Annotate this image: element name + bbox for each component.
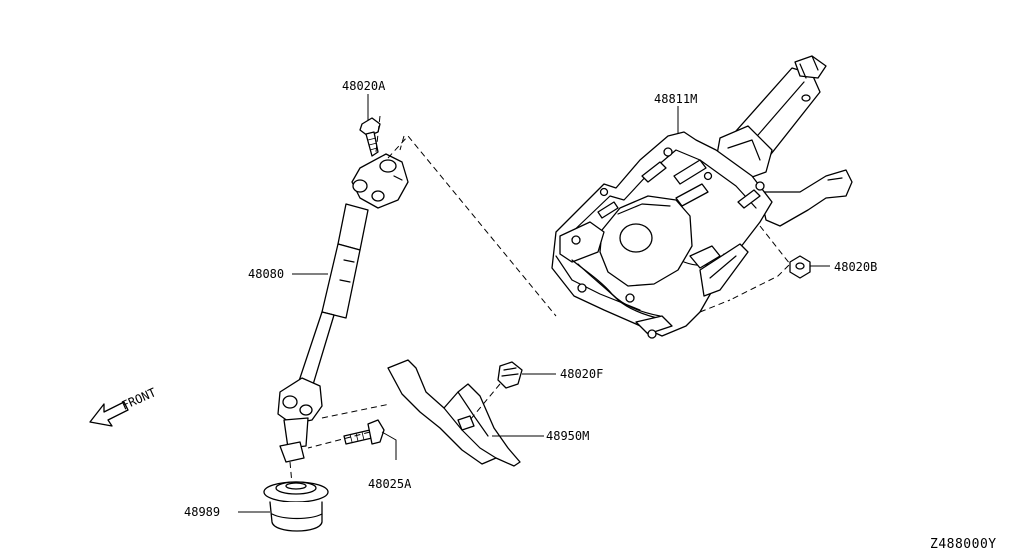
callout-48989: 48989: [184, 505, 220, 519]
leader-lines: [238, 94, 830, 513]
front-arrow-icon: [89, 401, 129, 427]
front-direction-indicator: FRONT: [89, 385, 159, 427]
front-label: FRONT: [120, 385, 159, 412]
diagram-reference-code: Z488000Y: [930, 537, 997, 552]
callout-48080: 48080: [248, 267, 284, 281]
callout-48811m: 48811M: [654, 92, 697, 106]
nut-48020b: [789, 255, 811, 279]
intermediate-shaft: [277, 153, 409, 463]
callout-48950m: 48950M: [546, 429, 589, 443]
bolt-48020a: [359, 117, 381, 157]
grommet-48989: [263, 481, 329, 532]
clip-48020f: [497, 361, 523, 389]
callout-48020a: 48020A: [342, 79, 386, 93]
column-cover-48950m: [387, 359, 521, 467]
callout-48025a: 48025A: [368, 477, 412, 491]
assembly-dashed-lines: [289, 115, 791, 485]
bolt-48025a: [343, 419, 385, 445]
callout-48020f: 48020F: [560, 367, 603, 381]
steering-column-assembly: [551, 55, 853, 339]
callout-48020b: 48020B: [834, 260, 877, 274]
